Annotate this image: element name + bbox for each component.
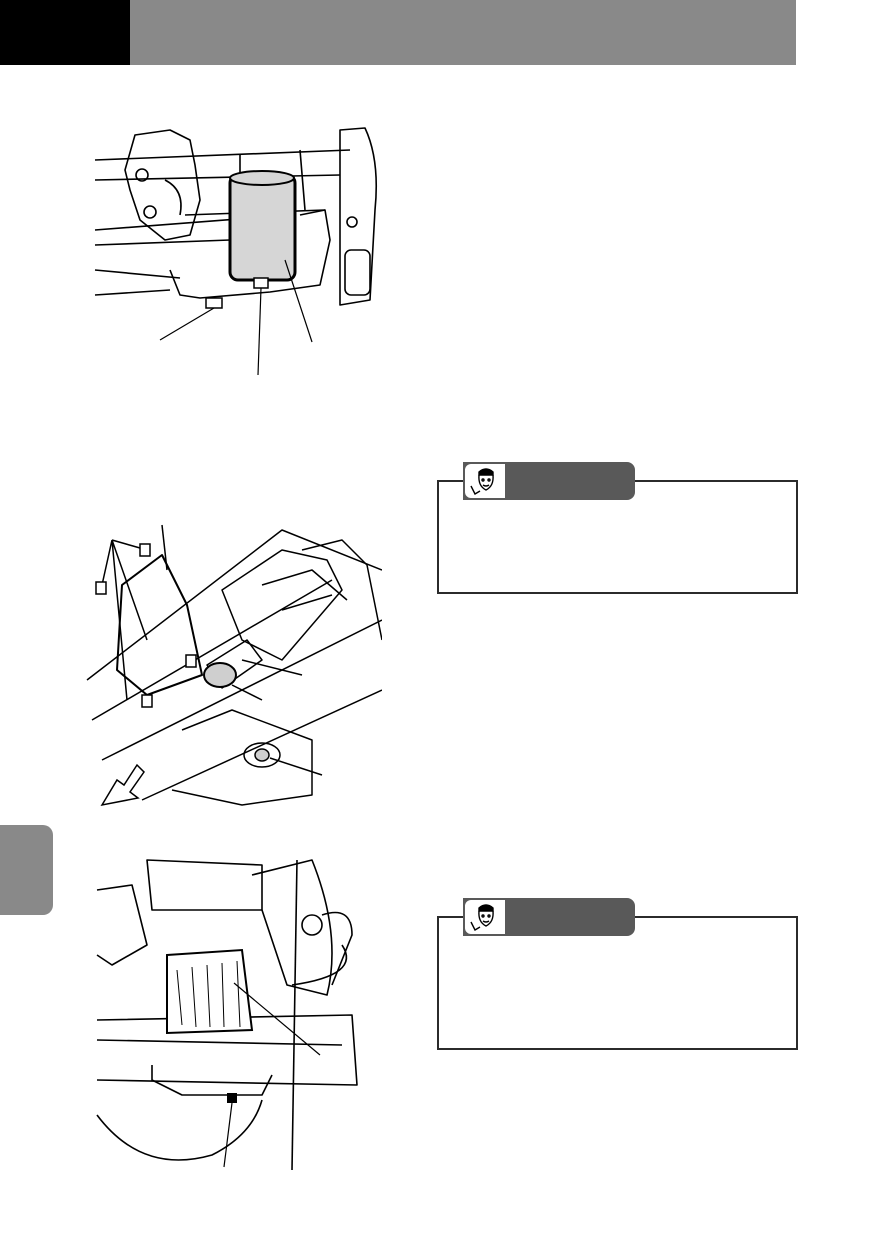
note-header [463, 462, 635, 500]
mechanic-icon [463, 462, 507, 500]
fuel-filter-figure [96, 859, 358, 1170]
oil-filter-underside-figure [94, 127, 378, 376]
note-header [463, 898, 635, 936]
chapter-side-tab [0, 825, 53, 915]
guard-removal-figure [86, 524, 382, 807]
note-box [437, 462, 798, 594]
mechanic-icon [463, 898, 507, 936]
header-black-block [0, 0, 130, 65]
note-box [437, 898, 798, 1050]
header-section-bar [130, 0, 796, 65]
